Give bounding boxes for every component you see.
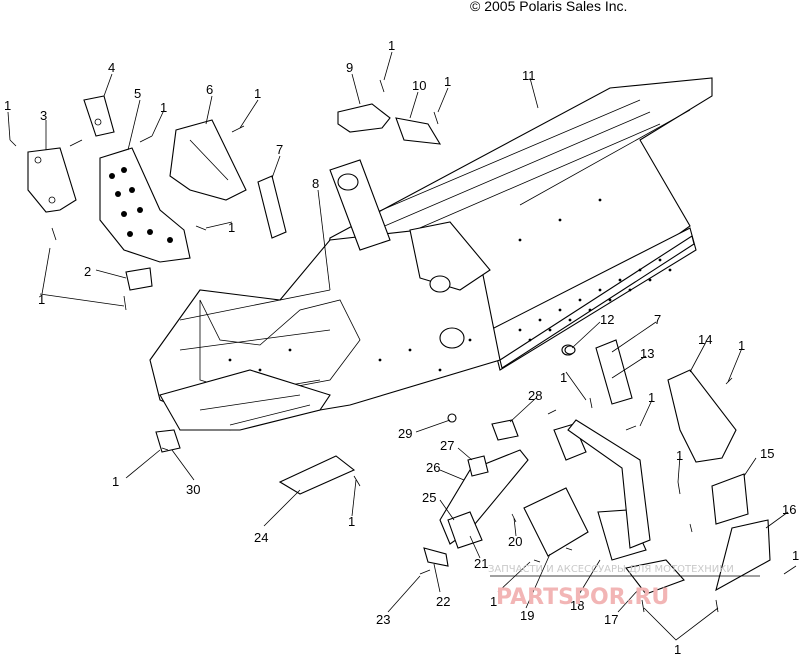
part-19-plate	[523, 487, 589, 557]
leader-lines	[7, 51, 789, 641]
callout-1: 1	[490, 594, 497, 609]
part-12-cap	[564, 345, 576, 355]
watermark: ЗАПЧАСТИ И АКСЕССУАРЫ ДЛЯ МОТОТЕХНИКИ PA…	[488, 564, 734, 610]
part-16-bracket	[715, 519, 771, 592]
callout-1: 1	[560, 370, 567, 385]
callout-1: 1	[254, 86, 261, 101]
part-27-clip	[467, 455, 489, 477]
part-3-bracket	[27, 147, 77, 213]
callout-1: 1	[792, 548, 799, 563]
part-18-bracket	[597, 509, 647, 561]
part-5-side-plate	[99, 147, 191, 263]
part-15-plate	[711, 473, 749, 525]
callout-1: 1	[4, 98, 11, 113]
callout-1: 1	[674, 642, 681, 656]
callout-4: 4	[108, 60, 115, 75]
callout-8: 8	[312, 176, 319, 191]
part-13-bracket	[553, 423, 587, 461]
callout-20: 20	[508, 534, 522, 549]
part-4-bracket	[83, 95, 115, 137]
callout-12: 12	[600, 312, 614, 327]
callout-labels: 1 3 4 5 1 6 1 7 1 9 1 10 1 11 8 2 1 12 7…	[4, 38, 799, 656]
callout-1: 1	[444, 74, 451, 89]
callout-1: 1	[676, 448, 683, 463]
callout-1: 1	[648, 390, 655, 405]
callout-28: 28	[528, 388, 542, 403]
callout-14: 14	[698, 332, 712, 347]
callout-3: 3	[40, 108, 47, 123]
part-7-lower-plate	[595, 339, 633, 405]
part-rail-bar	[567, 419, 651, 549]
callout-10: 10	[412, 78, 426, 93]
part-28-clip	[491, 419, 519, 441]
callout-7: 7	[276, 142, 283, 157]
callout-21: 21	[474, 556, 488, 571]
callout-1: 1	[228, 220, 235, 235]
callout-29: 29	[398, 426, 412, 441]
part-14-guard	[667, 369, 737, 463]
part-22-clip	[423, 547, 449, 567]
part-24-plate	[278, 455, 356, 495]
callout-11: 11	[522, 68, 536, 83]
callout-27: 27	[440, 438, 454, 453]
callout-1: 1	[388, 38, 395, 53]
callout-17: 17	[604, 612, 618, 627]
watermark-line-2: PARTSPOR.RU	[496, 585, 669, 610]
part-30-washer	[155, 429, 181, 453]
watermark-line-1: ЗАПЧАСТИ И АКСЕССУАРЫ ДЛЯ МОТОТЕХНИКИ	[488, 564, 734, 575]
callout-9: 9	[346, 60, 353, 75]
callout-15: 15	[760, 446, 774, 461]
callout-13: 13	[640, 346, 654, 361]
part-9-mount	[337, 103, 391, 133]
callout-1: 1	[348, 514, 355, 529]
copyright-notice: © 2005 Polaris Sales Inc.	[470, 0, 628, 14]
callout-2: 2	[84, 264, 91, 279]
part-6-bracket	[169, 119, 247, 201]
callout-1: 1	[738, 338, 745, 353]
callout-1: 1	[160, 100, 167, 115]
callout-24: 24	[254, 530, 268, 545]
callout-19: 19	[520, 608, 534, 623]
callout-26: 26	[426, 460, 440, 475]
callout-1: 1	[112, 474, 119, 489]
callout-1: 1	[38, 292, 45, 307]
callout-23: 23	[376, 612, 390, 627]
part-10-mount	[395, 117, 442, 145]
callout-22: 22	[436, 594, 450, 609]
callout-16: 16	[782, 502, 796, 517]
callout-7: 7	[654, 312, 661, 327]
callout-30: 30	[186, 482, 200, 497]
callout-5: 5	[134, 86, 141, 101]
chassis-frame	[149, 77, 713, 431]
callout-25: 25	[422, 490, 436, 505]
part-25-block	[447, 511, 483, 549]
callout-6: 6	[206, 82, 213, 97]
part-29-nut	[447, 413, 457, 423]
part-2-clip	[125, 267, 153, 291]
callout-18: 18	[570, 598, 584, 613]
part-7-upper-plate	[257, 175, 287, 239]
part-17-bracket	[625, 559, 685, 595]
